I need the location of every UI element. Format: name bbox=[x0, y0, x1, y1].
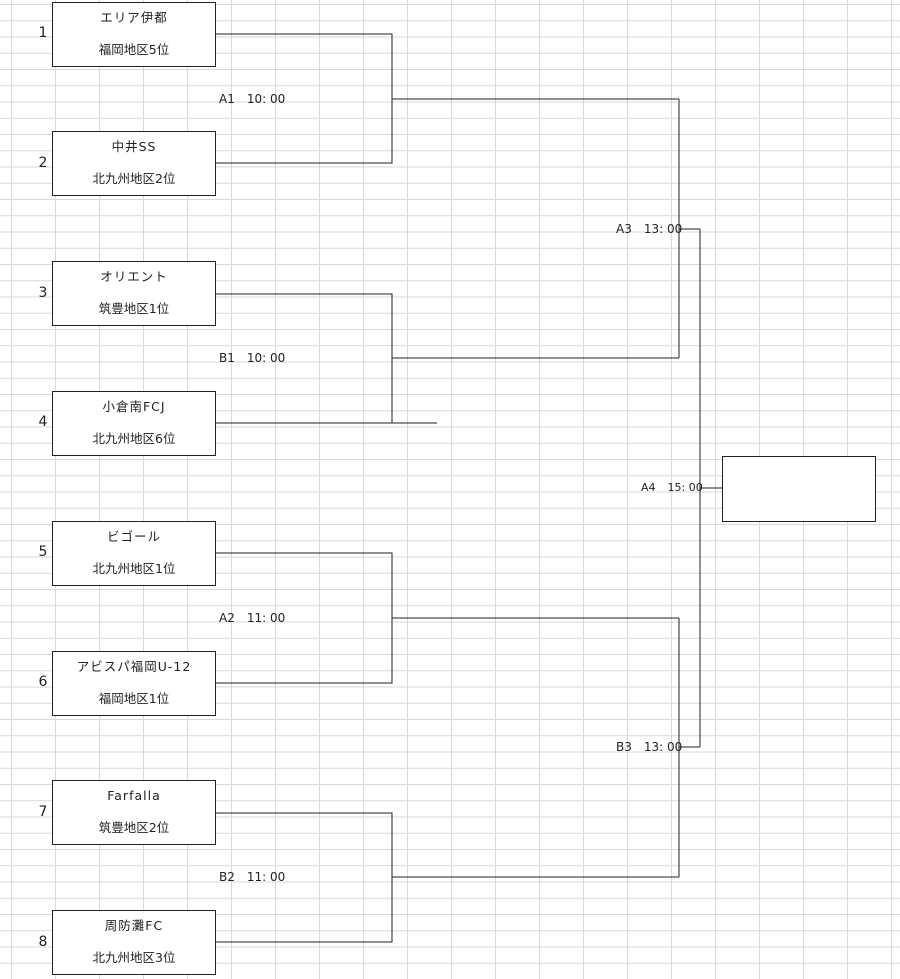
match-code: A2 bbox=[219, 611, 235, 625]
seed-number: 1 bbox=[38, 25, 48, 41]
team-region: 福岡地区1位 bbox=[98, 691, 170, 706]
match-code: B2 bbox=[219, 870, 235, 884]
team-name: Farfalla bbox=[107, 788, 161, 803]
team-region: 北九州地区2位 bbox=[92, 171, 176, 186]
match-label-b2: B2 11: 00 bbox=[219, 870, 285, 884]
match-time: 15: 00 bbox=[667, 481, 703, 494]
match-time: 13: 00 bbox=[643, 222, 683, 236]
champion-box bbox=[722, 456, 876, 522]
match-code: B1 bbox=[219, 351, 235, 365]
team-region: 北九州地区6位 bbox=[92, 431, 176, 446]
seed-number: 8 bbox=[38, 934, 48, 950]
team-region: 福岡地区5位 bbox=[98, 42, 170, 57]
match-label-b1: B1 10: 00 bbox=[219, 351, 285, 365]
match-code: A3 bbox=[616, 222, 632, 236]
seed-number: 3 bbox=[38, 285, 48, 301]
team-name: 小倉南FCJ bbox=[102, 399, 166, 414]
team-name: オリエント bbox=[100, 269, 168, 284]
match-label-a1: A1 10: 00 bbox=[219, 92, 285, 106]
seed-number: 5 bbox=[38, 544, 48, 560]
team-slot-5: ビゴール 北九州地区1位 bbox=[52, 521, 216, 586]
match-time: 10: 00 bbox=[246, 351, 286, 365]
match-label-a3: A3 13: 00 bbox=[616, 222, 682, 236]
match-label-b3: B3 13: 00 bbox=[616, 740, 682, 754]
team-slot-7: Farfalla 筑豊地区2位 bbox=[52, 780, 216, 845]
team-slot-4: 小倉南FCJ 北九州地区6位 bbox=[52, 391, 216, 456]
match-code: A4 bbox=[641, 481, 656, 494]
team-region: 筑豊地区1位 bbox=[98, 301, 170, 316]
match-time: 11: 00 bbox=[246, 870, 286, 884]
team-name: 周防灘FC bbox=[104, 918, 164, 933]
seed-number: 4 bbox=[38, 414, 48, 430]
match-time: 13: 00 bbox=[643, 740, 683, 754]
team-region: 北九州地区3位 bbox=[92, 950, 176, 965]
team-slot-3: オリエント 筑豊地区1位 bbox=[52, 261, 216, 326]
team-slot-2: 中井SS 北九州地区2位 bbox=[52, 131, 216, 196]
team-region: 北九州地区1位 bbox=[92, 561, 176, 576]
team-name: アビスパ福岡U-12 bbox=[76, 659, 192, 674]
match-code: B3 bbox=[616, 740, 632, 754]
match-label-a2: A2 11: 00 bbox=[219, 611, 285, 625]
team-slot-8: 周防灘FC 北九州地区3位 bbox=[52, 910, 216, 975]
match-time: 10: 00 bbox=[246, 92, 286, 106]
match-time: 11: 00 bbox=[246, 611, 286, 625]
team-slot-6: アビスパ福岡U-12 福岡地区1位 bbox=[52, 651, 216, 716]
seed-number: 7 bbox=[38, 804, 48, 820]
match-label-a4: A4 15: 00 bbox=[641, 481, 703, 495]
seed-number: 6 bbox=[38, 674, 48, 690]
team-region: 筑豊地区2位 bbox=[98, 820, 170, 835]
team-name: 中井SS bbox=[111, 139, 157, 154]
seed-number: 2 bbox=[38, 155, 48, 171]
team-name: ビゴール bbox=[106, 529, 161, 544]
match-code: A1 bbox=[219, 92, 235, 106]
team-slot-1: エリア伊都 福岡地区5位 bbox=[52, 2, 216, 67]
team-name: エリア伊都 bbox=[100, 10, 168, 25]
